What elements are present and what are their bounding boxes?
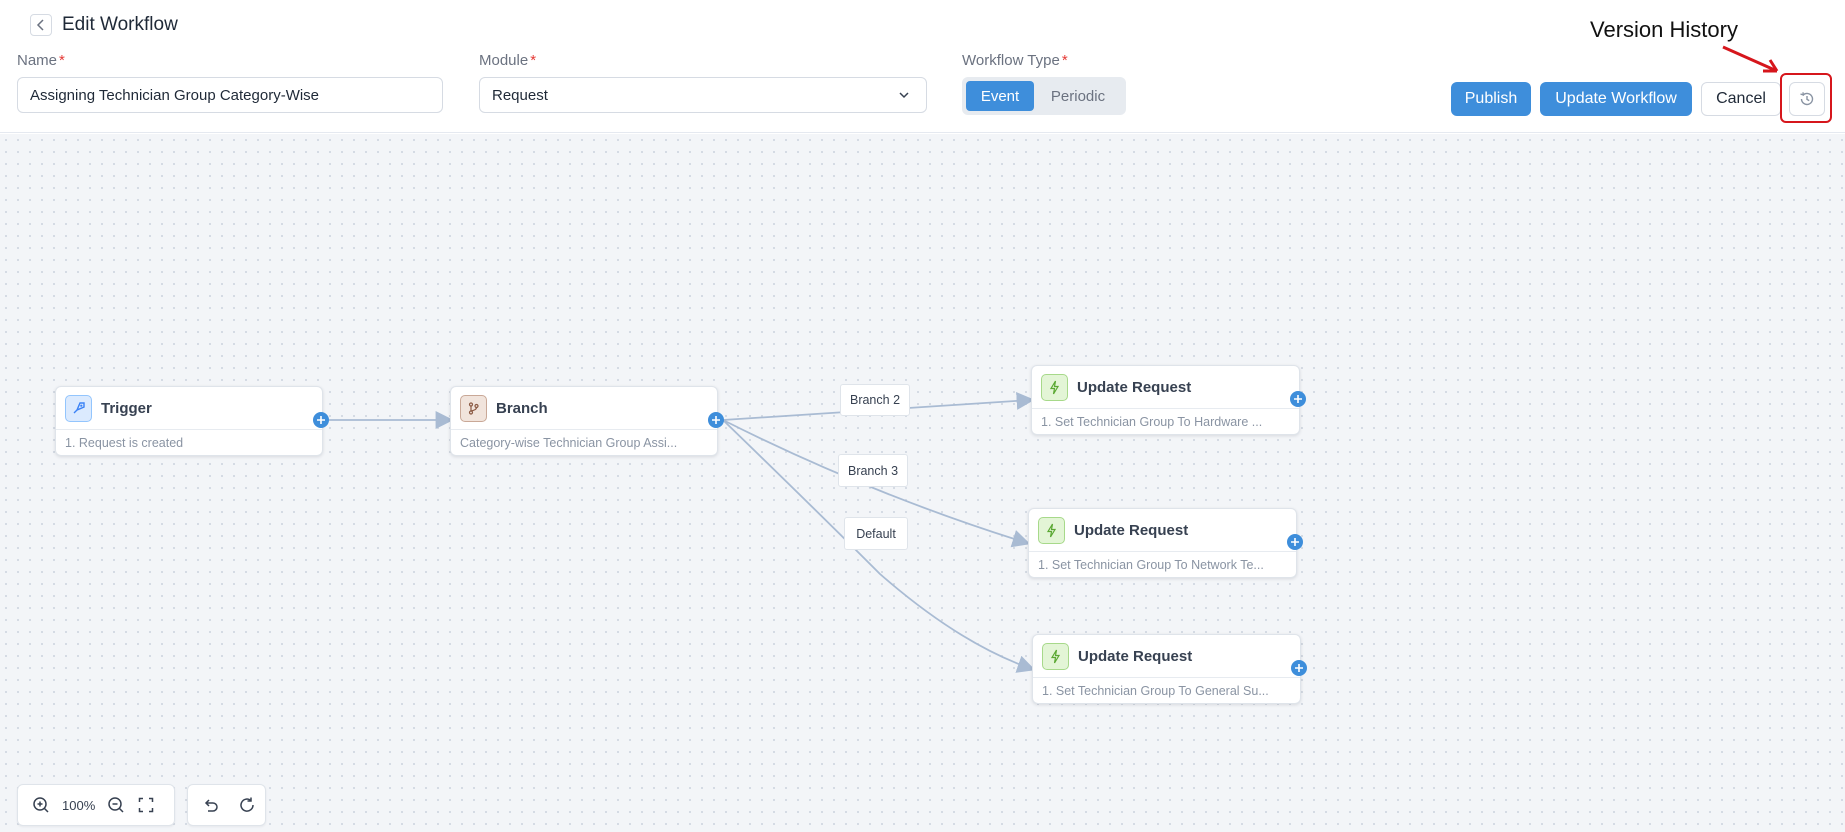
update-request-node[interactable]: Update Request 1. Set Technician Group T… (1032, 634, 1301, 704)
edges-layer (329, 391, 1036, 673)
chevron-down-icon (899, 92, 909, 99)
annotation-label: Version History (1590, 17, 1738, 42)
name-label-text: Name (17, 52, 58, 69)
node-subtitle: 1. Set Technician Group To General Su... (1042, 684, 1269, 698)
update-request-node[interactable]: Update Request 1. Set Technician Group T… (1031, 365, 1300, 435)
lightning-icon (1042, 642, 1069, 670)
fit-view-button[interactable] (131, 790, 161, 820)
cancel-button[interactable]: Cancel (1701, 82, 1781, 116)
edge-default (722, 419, 1036, 673)
required-mark: * (59, 52, 65, 69)
trigger-node[interactable]: Trigger 1. Request is created (55, 386, 323, 456)
workflow-canvas[interactable]: Trigger 1. Request is created Branch Cat… (0, 134, 1845, 832)
zoom-in-button[interactable] (26, 790, 56, 820)
node-title: Branch (496, 399, 548, 417)
module-select-value: Request (492, 86, 548, 104)
node-title: Trigger (101, 399, 152, 417)
module-label-text: Module (479, 52, 529, 69)
plus-icon (317, 416, 325, 424)
required-mark: * (530, 52, 537, 69)
node-title: Update Request (1078, 647, 1193, 665)
name-label: Name* (17, 52, 65, 69)
node-header: Update Request (1029, 509, 1296, 552)
plus-icon (1291, 538, 1299, 546)
add-step-button[interactable] (1291, 660, 1307, 676)
module-label: Module* (479, 52, 536, 69)
workflow-type-label: Workflow Type* (962, 52, 1068, 69)
redo-icon (240, 797, 254, 812)
zoom-out-icon (108, 797, 124, 813)
edge-label-branch-3[interactable]: Branch 3 (838, 454, 908, 487)
plus-icon (1294, 395, 1302, 403)
node-subtitle: 1. Set Technician Group To Network Te... (1038, 558, 1264, 572)
undo-button[interactable] (196, 790, 226, 820)
history-icon (1800, 92, 1814, 106)
lightning-icon (1041, 373, 1068, 401)
undo-icon (204, 799, 218, 812)
update-workflow-button[interactable]: Update Workflow (1540, 82, 1692, 116)
lightning-icon (1038, 516, 1065, 544)
module-select[interactable]: Request (479, 77, 927, 113)
type-option-event[interactable]: Event (966, 81, 1034, 111)
edge-label-branch-2[interactable]: Branch 2 (840, 384, 910, 416)
rocket-icon (65, 394, 92, 422)
history-toolbar (187, 784, 266, 826)
zoom-level: 100% (62, 797, 96, 813)
zoom-toolbar: 100% (17, 784, 175, 826)
zoom-in-icon (33, 797, 49, 813)
plus-icon (712, 416, 720, 424)
back-button[interactable] (30, 14, 52, 36)
version-history-button[interactable] (1789, 82, 1825, 116)
node-subtitle: 1. Set Technician Group To Hardware ... (1041, 415, 1263, 429)
add-step-button[interactable] (1290, 391, 1306, 407)
add-step-button[interactable] (708, 412, 724, 428)
required-mark: * (1061, 52, 1068, 69)
node-header: Trigger (56, 387, 322, 430)
add-step-button[interactable] (313, 412, 329, 428)
type-option-periodic[interactable]: Periodic (1050, 87, 1106, 105)
chevron-left-icon (36, 19, 44, 31)
annotation-arrow-icon (1722, 45, 1779, 73)
redo-button[interactable] (232, 790, 262, 820)
branch-icon (460, 394, 487, 422)
edge-branch3 (722, 419, 1031, 548)
update-request-node[interactable]: Update Request 1. Set Technician Group T… (1028, 508, 1297, 578)
fullscreen-icon (139, 797, 154, 813)
node-header: Branch (451, 387, 717, 430)
node-subtitle: Category-wise Technician Group Assi... (460, 436, 678, 450)
node-title: Update Request (1077, 378, 1192, 396)
node-title: Update Request (1074, 521, 1189, 539)
node-subtitle: 1. Request is created (65, 436, 184, 450)
plus-icon (1295, 664, 1303, 672)
add-step-button[interactable] (1287, 534, 1303, 550)
workflow-type-toggle: Event Periodic (962, 77, 1126, 115)
name-input-value: Assigning Technician Group Category-Wise (30, 86, 320, 104)
zoom-out-button[interactable] (101, 790, 131, 820)
workflow-type-label-text: Workflow Type (962, 52, 1060, 69)
name-input[interactable]: Assigning Technician Group Category-Wise (17, 77, 443, 113)
publish-button[interactable]: Publish (1451, 82, 1531, 116)
annotation-highlight-box (1780, 73, 1832, 123)
node-header: Update Request (1033, 635, 1300, 678)
branch-node[interactable]: Branch Category-wise Technician Group As… (450, 386, 718, 456)
workflow-header: Edit Workflow Name* Assigning Technician… (0, 0, 1845, 133)
page-title: Edit Workflow (62, 14, 178, 35)
edge-label-default[interactable]: Default (844, 517, 908, 550)
node-header: Update Request (1032, 366, 1299, 409)
